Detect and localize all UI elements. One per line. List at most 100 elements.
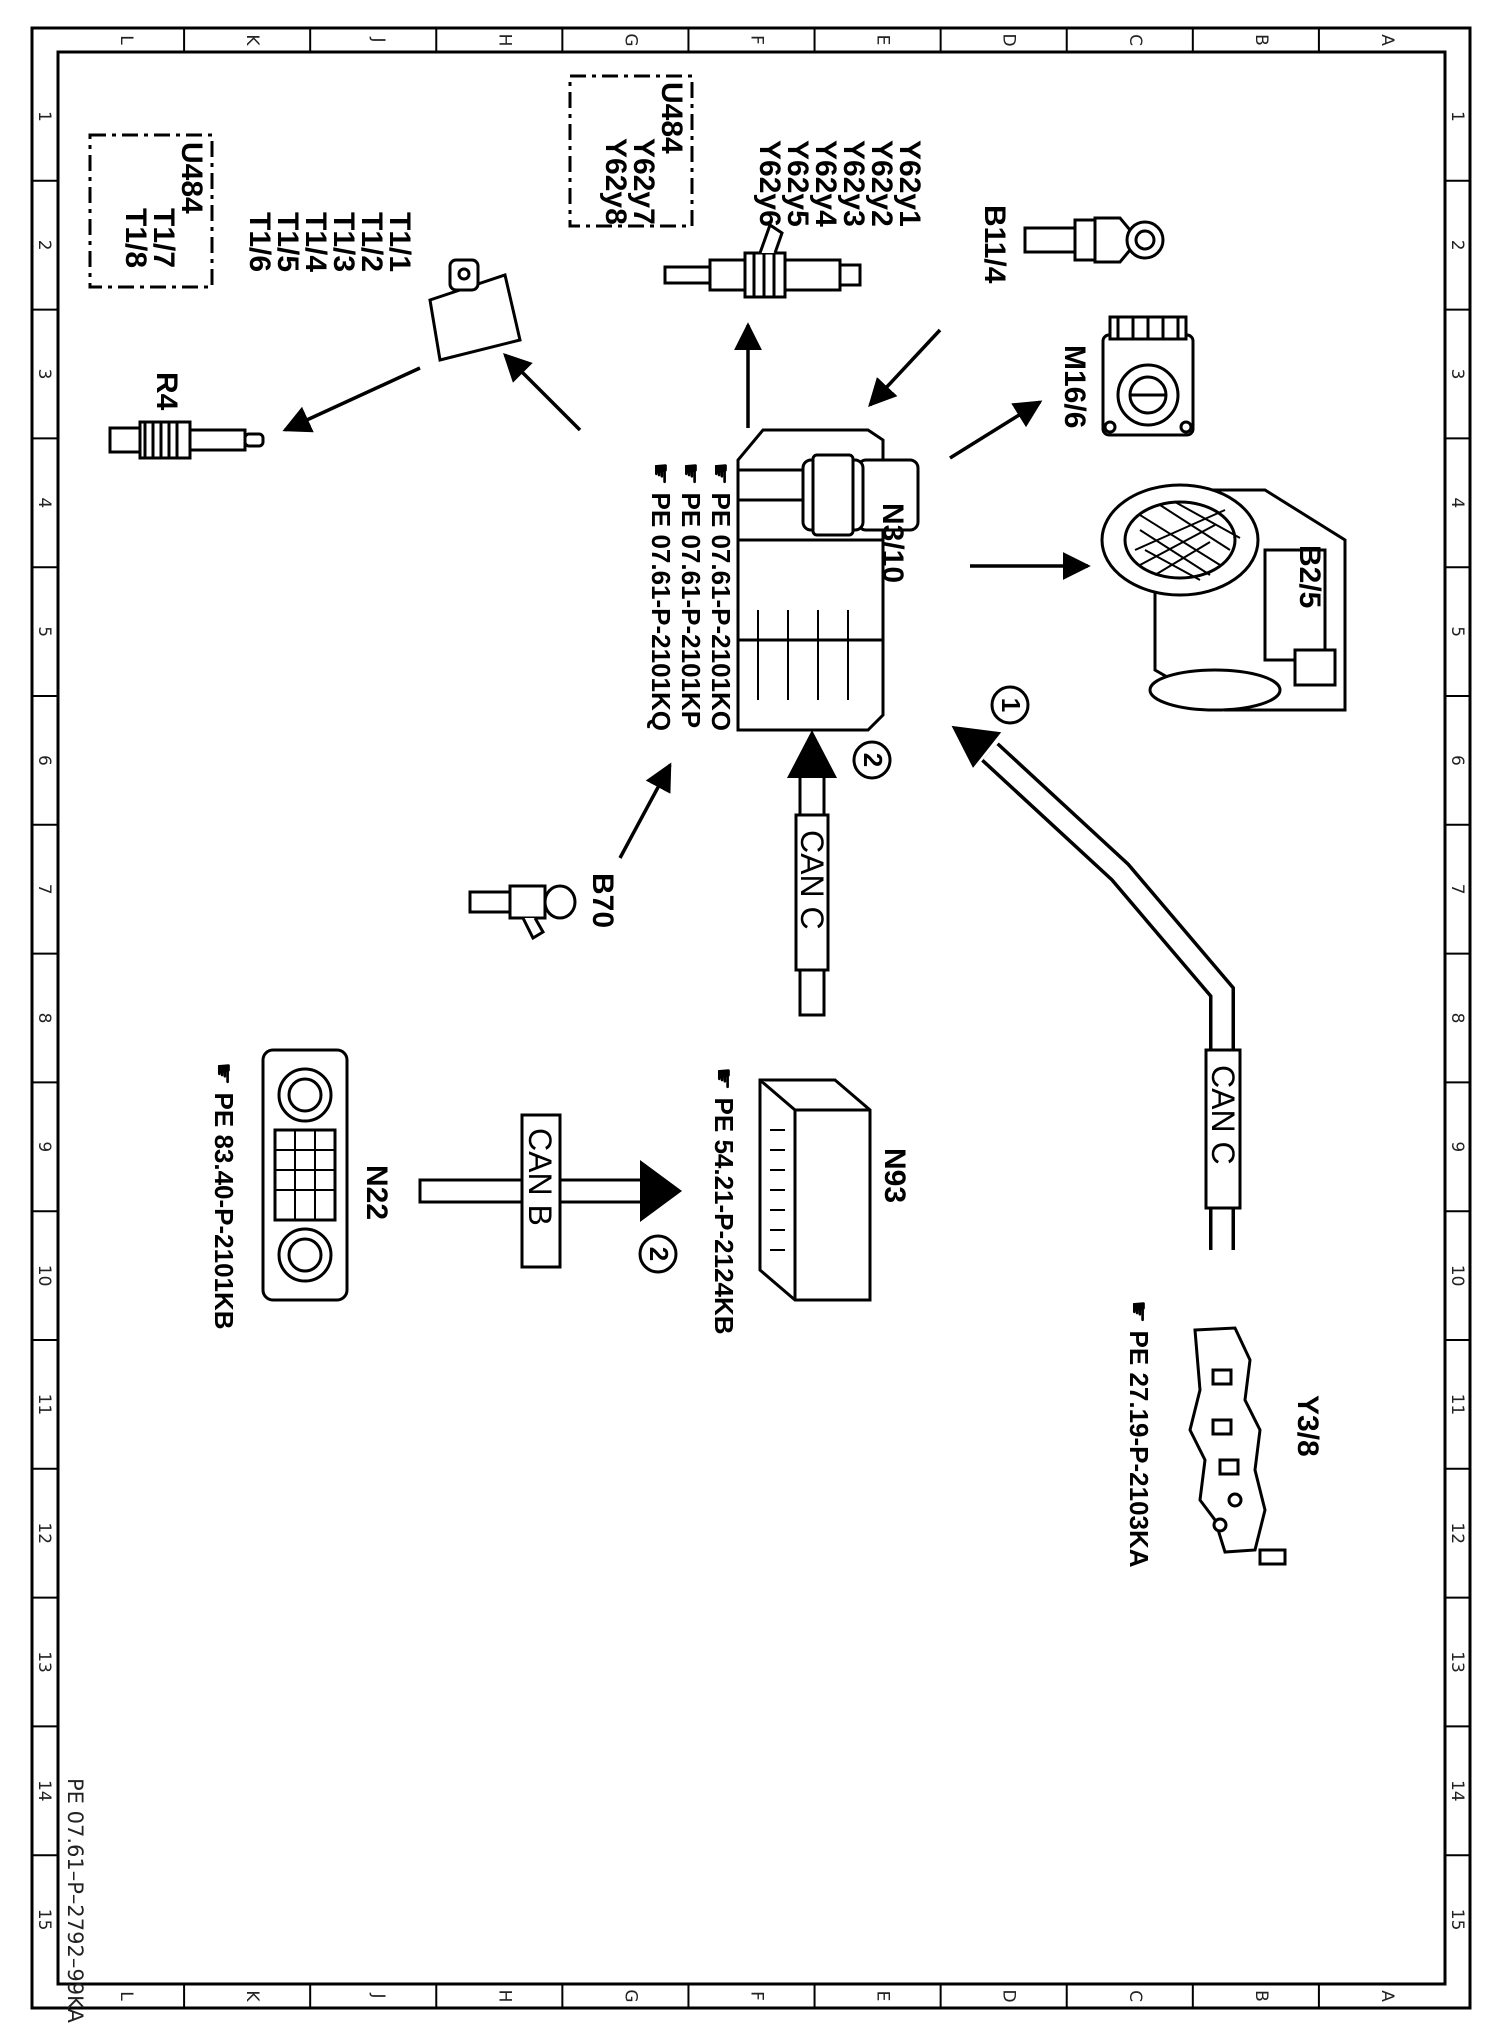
u484-box-top[interactable]: U484 Y62y7 Y62y8 <box>568 74 694 228</box>
bus-label-box <box>520 1113 562 1269</box>
grid-letter-top: B <box>1251 34 1271 46</box>
grid-number-right: 12 <box>1447 1522 1467 1544</box>
y62-item-5: Y62y5 <box>781 140 814 227</box>
t1-item-1: T1/1 <box>383 212 416 272</box>
marker-circle <box>990 685 1030 725</box>
signal-arrows <box>282 322 1091 859</box>
grid-letter-top: H <box>494 34 514 47</box>
grid-number-right: 9 <box>1447 1141 1467 1152</box>
n22-ref: ☛ PE 83.40-P-2101KB <box>209 1062 239 1330</box>
n22-control-panel[interactable]: N22 ☛ PE 83.40-P-2101KB <box>209 1048 393 1330</box>
grid-letter-bottom: E <box>873 1991 893 2002</box>
grid-number-left: 8 <box>34 1013 54 1024</box>
ignition-coil[interactable]: T1/1 T1/2 T1/3 T1/4 T1/5 T1/6 <box>243 212 522 362</box>
arrow-b70-to-ecu <box>618 762 672 859</box>
y3-8-ref: ☛ PE 27.19-P-2103KA <box>1124 1300 1154 1568</box>
u484-top-item-1: Y62y7 <box>627 138 660 225</box>
can-c-bus-2[interactable]: CAN C 2 <box>787 730 892 1017</box>
grid-number-left: 10 <box>34 1265 54 1287</box>
grid-number-right: 5 <box>1447 626 1467 637</box>
grid-letter-top: F <box>747 35 767 45</box>
grid-number-left: 14 <box>34 1780 54 1802</box>
grid-letter-bottom: F <box>747 1991 767 2001</box>
b2-5-air-mass-sensor[interactable]: B2/5 <box>1100 483 1347 712</box>
grid-letter-top: K <box>242 34 262 46</box>
grid-number-right: 2 <box>1447 240 1467 251</box>
grid-letter-top: E <box>873 35 893 46</box>
y62-item-1: Y62y1 <box>893 140 926 227</box>
u484-box-left[interactable]: U484 T1/7 T1/8 <box>88 133 214 289</box>
bus-arrow-head <box>951 725 1002 768</box>
outer-frame <box>30 26 1472 2010</box>
grid-number-left: 4 <box>34 497 54 508</box>
grid-number-right: 1 <box>1447 111 1467 122</box>
drawing-number: PE 07.61–P–2792–99KA <box>63 1778 87 2023</box>
can-c-2-label: CAN C <box>794 830 830 930</box>
y3-8-transmission-control[interactable]: Y3/8 ☛ PE 27.19-P-2103KA <box>1124 1300 1324 1568</box>
grid-letter-top: A <box>1377 34 1397 46</box>
m16-6-throttle-actuator[interactable]: M16/6 <box>1058 315 1195 437</box>
grid-letter-top: D <box>999 33 1019 46</box>
bus-line-inner <box>983 745 1232 1250</box>
fuel-injector[interactable]: Y62y1 Y62y2 Y62y3 Y62y4 Y62y5 Y62y6 <box>663 140 926 299</box>
grid-letter-top: C <box>1125 34 1145 46</box>
grid-number-right: 6 <box>1447 755 1467 766</box>
throttle-actuator-icon <box>1101 315 1195 437</box>
grid-number-left: 2 <box>34 240 54 251</box>
bus-arrow-head <box>787 730 837 778</box>
can-b-marker: 2 <box>644 1247 674 1261</box>
grid-letter-top: J <box>368 36 388 42</box>
r4-spark-plug[interactable]: R4 <box>108 372 265 460</box>
crankshaft-sensor-icon <box>468 884 577 941</box>
arrow-ecu-to-throttle <box>949 400 1043 460</box>
n3-10-ecu[interactable]: N3/10 ☛ PE 07.61-P-2101KO ☛ PE 07.61-P-2… <box>646 428 920 732</box>
air-mass-sensor-icon <box>1100 483 1347 712</box>
grid-number-left: 11 <box>34 1394 54 1416</box>
b11-4-label: B11/4 <box>978 205 1011 284</box>
grid-number-left: 3 <box>34 369 54 380</box>
marker-circle <box>638 1234 678 1274</box>
grid-number-right: 7 <box>1447 884 1467 895</box>
u484-dashed-frame <box>568 74 694 228</box>
grid-letter-bottom: G <box>620 1989 640 2002</box>
b70-crankshaft-sensor[interactable]: B70 <box>468 873 619 941</box>
grid-number-left: 15 <box>34 1909 54 1931</box>
b11-4-temperature-sensor[interactable]: B11/4 <box>978 205 1165 284</box>
grid-letter-bottom: D <box>999 1989 1019 2002</box>
arrow-coil-to-plug <box>282 366 421 433</box>
grid-number-left: 1 <box>34 111 54 122</box>
grid-letter-bottom: L <box>116 1991 136 2001</box>
can-c-1-marker: 1 <box>996 698 1026 712</box>
ignition-coil-icon <box>428 258 522 362</box>
bus-arrow-head <box>640 1160 682 1222</box>
bus-label-box <box>1204 1048 1242 1210</box>
can-c-2-marker: 2 <box>858 753 888 767</box>
grid-letter-top: G <box>620 33 640 46</box>
y62-item-4: Y62y4 <box>809 140 842 227</box>
u484-left-item-2: T1/8 <box>119 208 152 268</box>
grid-number-left: 5 <box>34 626 54 637</box>
marker-circle <box>852 740 892 780</box>
inner-frame <box>56 50 1447 1986</box>
bus-label-box <box>794 813 830 972</box>
can-b-bus[interactable]: CAN B 2 <box>418 1113 682 1274</box>
grid-letter-bottom: C <box>1125 1990 1145 2002</box>
u484-top-item-2: Y62y8 <box>599 138 632 225</box>
grid-number-right: 10 <box>1447 1265 1467 1287</box>
grid-number-right: 14 <box>1447 1780 1467 1802</box>
u484-dashed-frame <box>88 133 214 289</box>
n93-ref: ☛ PE 54.21-P-2124KB <box>709 1067 739 1335</box>
grid-number-right: 4 <box>1447 497 1467 508</box>
grid-number-right: 15 <box>1447 1909 1467 1931</box>
grid-number-left: 7 <box>34 884 54 895</box>
grid-number-right: 8 <box>1447 1013 1467 1024</box>
u484-left-title: U484 <box>175 142 208 214</box>
n22-label: N22 <box>360 1165 393 1220</box>
can-c-bus-1[interactable]: CAN C 1 <box>948 685 1242 1250</box>
n93-gateway-module[interactable]: N93 ☛ PE 54.21-P-2124KB <box>709 1067 911 1335</box>
n93-label: N93 <box>878 1148 911 1203</box>
t1-item-5: T1/5 <box>271 212 304 272</box>
grid-letter-bottom: J <box>368 1992 388 1998</box>
